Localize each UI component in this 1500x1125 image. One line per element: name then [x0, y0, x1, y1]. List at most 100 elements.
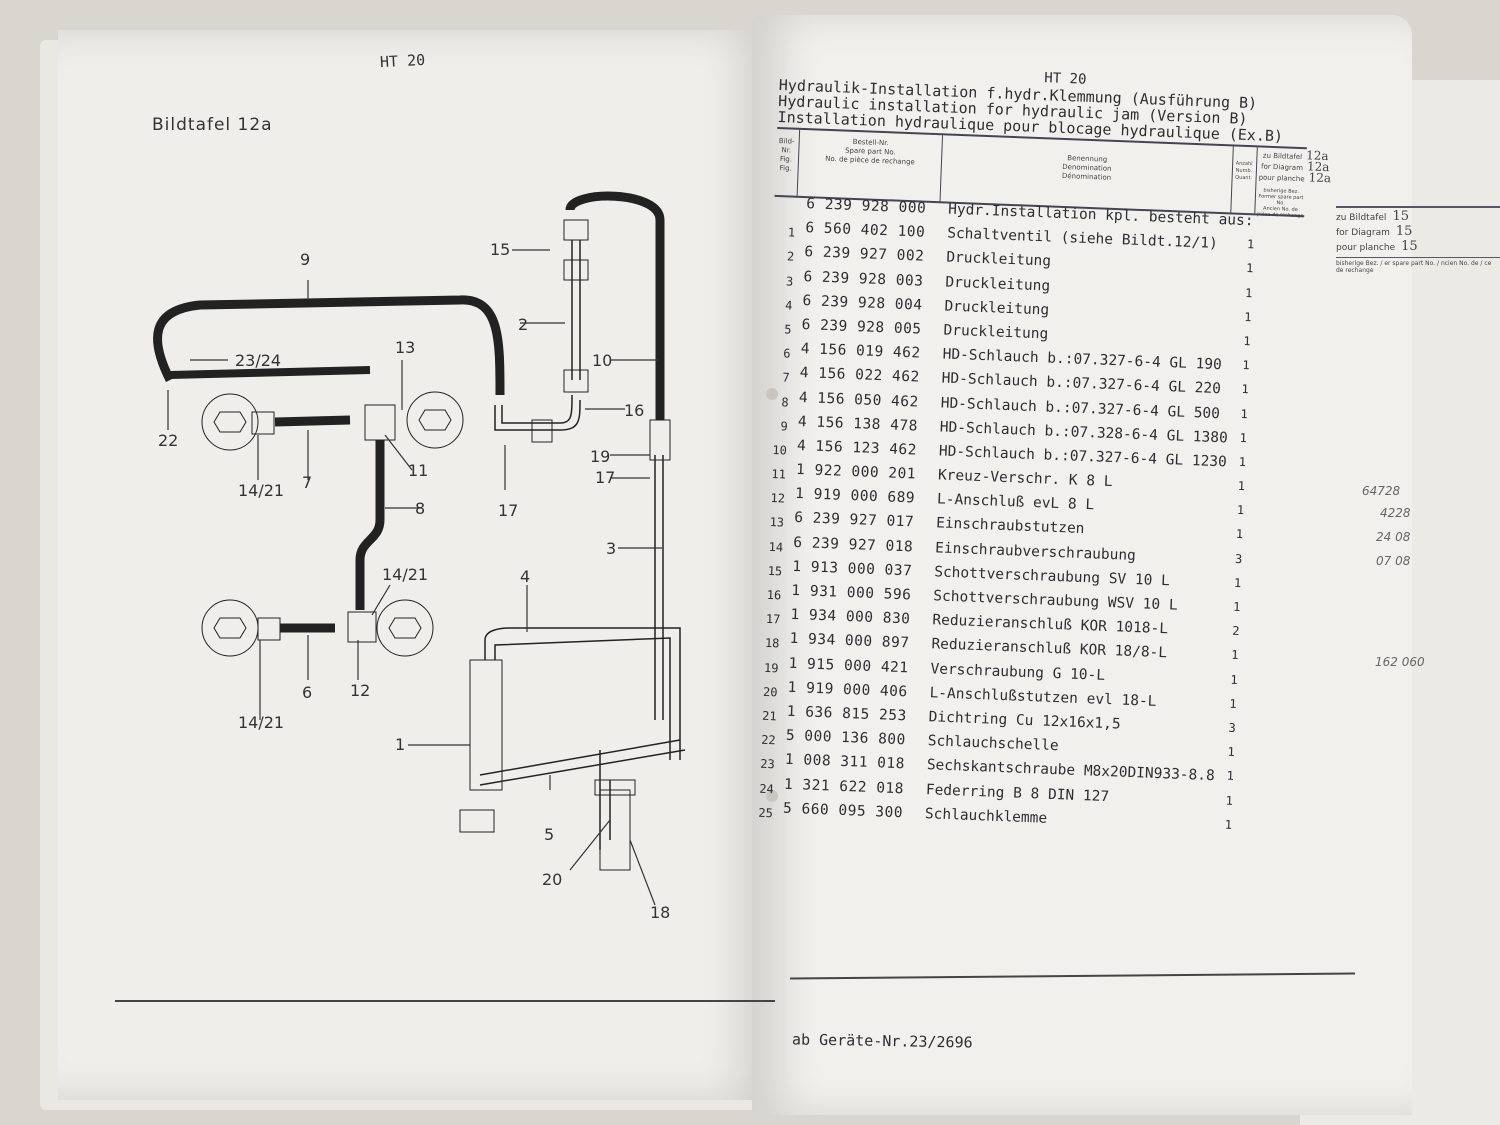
- fig-number: 10: [772, 442, 788, 458]
- callout-14-21b: 14/21: [382, 565, 428, 584]
- ref-value: 15: [1401, 239, 1418, 254]
- fig-number: 5: [783, 322, 792, 337]
- quantity: 1: [1238, 454, 1247, 470]
- col-qty-fr: Quant.: [1235, 174, 1253, 182]
- fig-number: 1: [787, 225, 796, 240]
- quantity: 1: [1236, 503, 1245, 518]
- part-number: 6 239 928 004: [802, 292, 923, 314]
- fig-number: 6: [783, 346, 791, 361]
- part-number: 6 239 927 002: [804, 244, 925, 266]
- quantity: 1: [1229, 696, 1237, 711]
- punch-hole: [766, 388, 778, 400]
- fig-number: 12: [770, 491, 786, 506]
- quantity: 1: [1242, 358, 1250, 373]
- serial-note: ab Geräte-Nr.23/2696: [791, 1030, 973, 1052]
- part-number: 4 156 123 462: [796, 437, 918, 459]
- part-number: 6 560 402 100: [805, 220, 926, 241]
- handwritten-note: 07 08: [1376, 554, 1411, 568]
- part-number: 1 922 000 201: [795, 461, 917, 483]
- callout-17: 17: [498, 501, 518, 520]
- part-number: 1 636 815 253: [786, 703, 908, 725]
- quantity: 2: [1231, 623, 1240, 639]
- fig-number: 11: [771, 467, 787, 482]
- handwritten-note: 162 060: [1375, 655, 1425, 669]
- right-page: [752, 15, 1412, 1115]
- ref-label: zu Bildtafel: [1336, 213, 1387, 223]
- part-number: 1 919 000 406: [787, 679, 908, 701]
- hose-7: [274, 415, 351, 427]
- callout-10: 10: [592, 351, 612, 370]
- quantity: 1: [1243, 333, 1251, 349]
- fig-number: 7: [782, 370, 790, 385]
- right-page-header: HT 20: [1043, 70, 1087, 88]
- quantity: 1: [1232, 599, 1241, 615]
- part-number: 1 931 000 596: [791, 582, 912, 604]
- fig-number: 15: [767, 563, 783, 579]
- callout-7: 7: [302, 473, 312, 492]
- quantity: 1: [1235, 527, 1244, 542]
- fig-number: 8: [781, 394, 789, 410]
- quantity: 1: [1233, 575, 1242, 590]
- part-number: 6 239 928 003: [803, 268, 924, 290]
- ref-value: 15: [1392, 209, 1409, 224]
- col-desc-fr: Dénomination: [1061, 171, 1112, 182]
- quantity: 1: [1231, 648, 1239, 663]
- callout-19: 19: [590, 447, 610, 466]
- fig-number: 9: [780, 418, 789, 434]
- quantity: 1: [1239, 430, 1248, 445]
- part-number: 1 321 622 018: [783, 776, 905, 797]
- fig-number: 23: [760, 757, 776, 772]
- part-number: 1 934 000 830: [790, 607, 911, 628]
- fig-number: 16: [766, 587, 782, 603]
- callout-8: 8: [415, 499, 425, 518]
- fig-number: 21: [761, 708, 777, 724]
- ref-value: 15: [1395, 224, 1413, 239]
- tube-upper-bend: [494, 394, 581, 431]
- handwritten-note: 4228: [1380, 506, 1411, 520]
- col-part: Bestell-Nr. Spare part No. No. de pièce …: [800, 136, 941, 168]
- callout-2: 2: [518, 315, 528, 334]
- ref-value: 12a: [1308, 170, 1332, 186]
- fig-number: 4: [784, 298, 793, 313]
- col-qty-en: Numb.: [1235, 167, 1253, 175]
- callout-11: 11: [408, 461, 428, 480]
- punch-hole: [766, 790, 778, 802]
- quantity: 1: [1224, 817, 1233, 832]
- ref-label: pour planche: [1258, 173, 1305, 184]
- ref-label: zu Bildtafel: [1262, 151, 1303, 162]
- description: Druckleitung: [943, 322, 1049, 343]
- callout-20: 20: [542, 870, 562, 889]
- quantity: 1: [1245, 261, 1254, 276]
- fig-number: 25: [758, 805, 774, 820]
- quantity: 1: [1244, 285, 1253, 300]
- fig-number: 19: [763, 660, 779, 675]
- col-prev-2: Former spare part No.: [1258, 193, 1304, 207]
- tube-3: [654, 455, 664, 720]
- plate-title: Bildtafel 12a: [152, 115, 273, 135]
- fig-number: 3: [785, 273, 794, 289]
- callout-14-21c: 14/21: [238, 713, 284, 732]
- quantity: 1: [1240, 406, 1249, 421]
- previous-header: bisherige Bez. / er spare part No. / nci…: [1336, 257, 1500, 274]
- description: Druckleitung: [946, 249, 1052, 270]
- part-number: 4 156 019 462: [800, 341, 921, 362]
- quantity: 1: [1230, 672, 1238, 687]
- part-number: 4 156 022 462: [799, 365, 921, 386]
- callout-3: 3: [606, 539, 616, 558]
- hose-upper: [169, 366, 371, 379]
- callout-12: 12: [350, 681, 370, 700]
- description: Schlauchklemme: [924, 805, 1048, 827]
- part-number: 1 915 000 421: [788, 655, 909, 676]
- col-part-de: Bestell-Nr.: [852, 137, 889, 148]
- quantity: 3: [1234, 551, 1243, 566]
- part-number: 4 156 050 462: [798, 389, 920, 411]
- callout-5: 5: [544, 825, 554, 844]
- callout-13: 13: [395, 338, 415, 357]
- ref-label: for Diagram: [1336, 228, 1390, 238]
- quantity: 1: [1237, 478, 1246, 494]
- part-number: 6 239 928 000: [805, 196, 927, 217]
- part-number: 1 913 000 037: [792, 558, 913, 580]
- callout-1: 1: [395, 735, 405, 754]
- quantity: 1: [1244, 309, 1252, 325]
